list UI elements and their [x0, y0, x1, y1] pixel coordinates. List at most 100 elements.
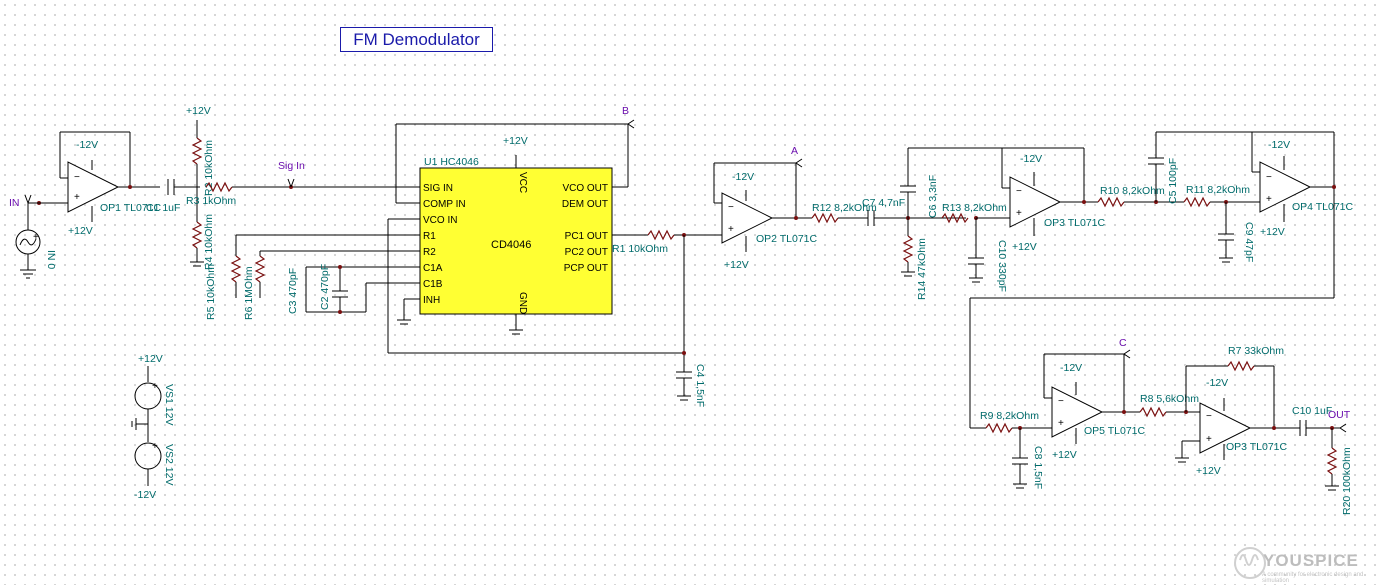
op2-pos-supply: +12V — [724, 259, 749, 271]
ic-left-pin: C1A — [423, 263, 443, 274]
c10b-label: C10 1uF — [1292, 405, 1332, 417]
svg-text:+: + — [33, 232, 39, 243]
ic-supply: +12V — [503, 135, 528, 147]
svg-text:+: + — [1016, 208, 1022, 219]
op1-pos-supply: +12V — [68, 225, 93, 237]
r1-label: R1 10kOhm — [612, 243, 668, 255]
r5-label: R5 10kOhm — [205, 264, 217, 320]
ic-name: CD4046 — [491, 239, 531, 251]
svg-text:+: + — [74, 192, 80, 203]
c9-label: C9 47pF — [1243, 222, 1255, 262]
node-a-label: A — [791, 145, 798, 157]
r6-label: R6 1MOhm — [243, 266, 255, 320]
c8-label: C8 1,5nF — [1032, 446, 1044, 489]
svg-text:+: + — [1058, 418, 1064, 429]
svg-text:+: + — [1266, 194, 1272, 205]
youspice-logo-icon — [1234, 547, 1266, 579]
ic-left-pin: VCO IN — [423, 215, 457, 226]
svg-text:−: − — [1058, 396, 1064, 407]
op1-amplifier: −+ — [59, 131, 160, 222]
op3a-amplifier: −+ — [1001, 148, 1098, 236]
c5-label: C5 100pF — [1167, 158, 1179, 204]
op4-pos-supply: +12V — [1260, 226, 1285, 238]
r9-label: R9 8,2kOhm — [980, 410, 1039, 422]
svg-text:-12V: -12V — [134, 489, 156, 501]
ic-gnd-pin: GND — [517, 292, 528, 314]
r10-label: R10 8,2kOhm — [1100, 185, 1165, 197]
c6-label: C6 3,3nF — [927, 175, 939, 218]
r12-label: R12 8,2kOhm — [812, 202, 877, 214]
r20-label: R20 100kOhm — [1341, 447, 1353, 515]
input-source: + — [15, 194, 41, 279]
power-supplies: +12V + + -12V — [131, 353, 163, 501]
ic-right-pin: DEM OUT — [562, 199, 608, 210]
op1-label: OP1 TL071C — [100, 202, 162, 214]
ic-left-pin: R1 — [423, 231, 436, 242]
ic-ref: U1 HC4046 — [424, 156, 479, 168]
op3a-pos-supply: +12V — [1012, 241, 1037, 253]
ic-vcc-pin: VCC — [517, 172, 528, 193]
vs1-label: VS1 12V — [163, 384, 175, 425]
svg-text:−: − — [728, 202, 734, 213]
ic-left-pin: INH — [423, 295, 440, 306]
c1-label: C1 1uF — [146, 202, 180, 214]
vs2-label: VS2 12V — [163, 444, 175, 485]
r14-label: R14 47kOhm — [916, 238, 928, 300]
r11-label: R11 8,2kOhm — [1186, 184, 1250, 196]
c7-label: C7 4,7nF — [862, 197, 905, 209]
r8-label: R8 5,6kOhm — [1140, 393, 1199, 405]
sig-in-label: Sig In — [278, 160, 305, 172]
svg-text:−: − — [74, 172, 80, 183]
svg-text:+: + — [1206, 434, 1212, 445]
op2-neg-supply: -12V — [732, 171, 754, 183]
r7-label: R7 33kOhm — [1228, 345, 1284, 357]
op3a-label: OP3 TL071C — [1044, 217, 1106, 229]
op2-label: OP2 TL071C — [756, 233, 818, 245]
ic-left-pin: R2 — [423, 247, 436, 258]
watermark-brand: YOUSPICE — [1263, 551, 1359, 570]
c3-label: C3 470pF — [287, 268, 299, 314]
op4-amplifier: −+ — [1251, 132, 1335, 298]
ic-left-pin: C1B — [423, 279, 443, 290]
op3b-neg-supply: -12V — [1206, 377, 1228, 389]
c10a-label: C10 330pF — [996, 240, 1008, 292]
node-c-label: C — [1119, 337, 1127, 349]
op3b-label: OP3 TL071C — [1226, 441, 1288, 453]
watermark-tagline: A community for electronic design and si… — [1262, 572, 1364, 584]
op5-pos-supply: +12V — [1052, 449, 1077, 461]
ic-right-pin: PC2 OUT — [565, 247, 608, 258]
c4-label: C4 1,5nF — [694, 364, 706, 407]
r2-label: R2 10kOhm — [203, 140, 215, 196]
node-b-label: B — [622, 105, 629, 117]
ic-right-pin: PCP OUT — [564, 263, 608, 274]
op3b-amplifier: −+ — [1175, 398, 1300, 463]
op2-amplifier: −+ — [713, 162, 812, 252]
op4-neg-supply: -12V — [1268, 139, 1290, 151]
ic-left-pin: SIG IN — [423, 183, 453, 194]
op5-amplifier: −+ — [1043, 353, 1140, 444]
r4-label: R4 10kOhm — [203, 214, 215, 270]
c2-label: C2 470pF — [319, 264, 331, 310]
svg-text:−: − — [1266, 172, 1272, 183]
svg-text:−: − — [1206, 411, 1212, 422]
op3b-pos-supply: +12V — [1196, 465, 1221, 477]
out-label: OUT — [1328, 409, 1351, 421]
ic-right-pin: VCO OUT — [562, 183, 608, 194]
op1-neg-supply: -12V — [76, 139, 98, 151]
svg-text:+12V: +12V — [138, 353, 163, 365]
ic-right-pin: PC1 OUT — [565, 231, 608, 242]
cd4046-ic — [419, 155, 613, 335]
svg-text:+: + — [152, 441, 158, 452]
svg-text:+: + — [152, 381, 158, 392]
r2-supply: +12V — [186, 105, 211, 117]
op5-neg-supply: -12V — [1060, 362, 1082, 374]
svg-text:−: − — [1016, 186, 1022, 197]
op4-label: OP4 TL071C — [1292, 201, 1354, 213]
op3a-neg-supply: -12V — [1020, 153, 1042, 165]
op5-label: OP5 TL071C — [1084, 425, 1146, 437]
svg-text:+: + — [728, 224, 734, 235]
r3-label: R3 1kOhm — [186, 195, 236, 207]
r13-label: R13 8,2kOhm — [942, 202, 1007, 214]
